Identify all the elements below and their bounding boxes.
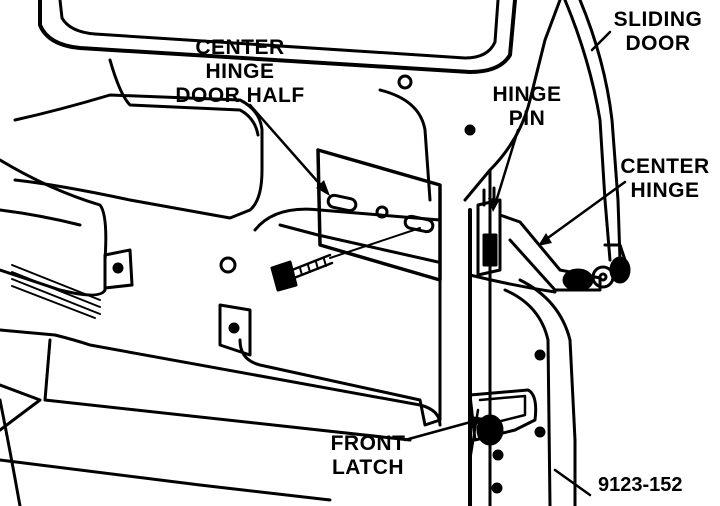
- body-hole-2: [219, 256, 237, 274]
- bolt-leader: [329, 227, 421, 259]
- hatched-trim-strip: [11, 264, 101, 319]
- label-line: HINGE: [205, 60, 275, 83]
- pillar-hole-2: [491, 482, 503, 494]
- mounting-tab-hole: [228, 322, 240, 334]
- leader-hinge-pin: [493, 128, 520, 207]
- center-hinge-knuckle: [562, 256, 631, 292]
- label-line: HINGE: [492, 83, 562, 106]
- trim-panel-outline: [13, 93, 264, 220]
- label-line: HINGE: [630, 179, 700, 202]
- center-hinge-arm-lower: [468, 273, 557, 294]
- front-latch-assembly: [468, 388, 546, 462]
- hinge-plate-flange: [278, 223, 440, 264]
- label-center-hinge-door-half: CENTER HINGE DOOR HALF: [170, 36, 310, 108]
- label-line: SLIDING: [613, 8, 703, 31]
- body-panel-outline: [238, 207, 442, 427]
- figure-number: 9123-152: [598, 474, 683, 496]
- step-sill-front: [43, 338, 412, 442]
- hinge-pin-slot: [482, 233, 498, 267]
- label-hinge-pin: HINGE PIN: [482, 83, 572, 131]
- label-line: DOOR: [625, 32, 691, 55]
- hinge-plate-hole: [375, 205, 389, 219]
- leader-center-hinge-door-half: [248, 103, 327, 192]
- mounting-bolt: [270, 227, 421, 292]
- left-bracket: [103, 248, 134, 290]
- hinge-plate-slot-2: [403, 214, 435, 234]
- door-side-bracket: [603, 243, 627, 262]
- step-sill-line-2: [0, 398, 22, 506]
- body-hole-3: [464, 124, 476, 136]
- label-line: PIN: [508, 107, 546, 130]
- label-center-hinge: CENTER HINGE: [615, 155, 715, 203]
- trim-panel-inner: [108, 58, 260, 137]
- sliding-door-lower-inner: [503, 288, 552, 506]
- trim-panel-edge: [0, 208, 82, 227]
- label-front-latch: FRONT LATCH: [318, 432, 418, 480]
- sliding-door-lower: [518, 278, 577, 506]
- label-line: DOOR HALF: [175, 84, 305, 107]
- hinge-plate: [316, 148, 442, 282]
- trim-panel-lower: [0, 158, 108, 297]
- step-sill-line: [0, 458, 332, 502]
- sliding-door-edge-outer: [578, 0, 622, 262]
- label-line: LATCH: [331, 456, 405, 479]
- body-hole-1: [397, 74, 413, 90]
- leader-lines: [248, 30, 627, 497]
- pillar-hole-1: [534, 349, 546, 361]
- hinge-plate-slot-1: [326, 193, 358, 213]
- window-opening-outline: [38, 0, 517, 74]
- mounting-tab: [218, 303, 252, 357]
- step-sill-lower: [0, 383, 42, 432]
- left-bracket-hole: [112, 262, 124, 274]
- label-sliding-door: SLIDING DOOR: [608, 8, 708, 56]
- label-line: CENTER: [195, 36, 285, 59]
- label-line: CENTER: [620, 155, 710, 178]
- body-panel-curve: [378, 88, 432, 202]
- arrowheads: [316, 180, 552, 428]
- label-line: FRONT: [330, 432, 406, 455]
- leader-figure: [553, 468, 592, 497]
- window-opening-inner: [58, 0, 500, 60]
- sliding-door-edge: [563, 0, 612, 262]
- step-sill-top: [0, 328, 442, 427]
- leader-sliding-door: [590, 30, 612, 52]
- leader-center-hinge: [543, 180, 627, 242]
- leader-front-latch: [403, 418, 480, 442]
